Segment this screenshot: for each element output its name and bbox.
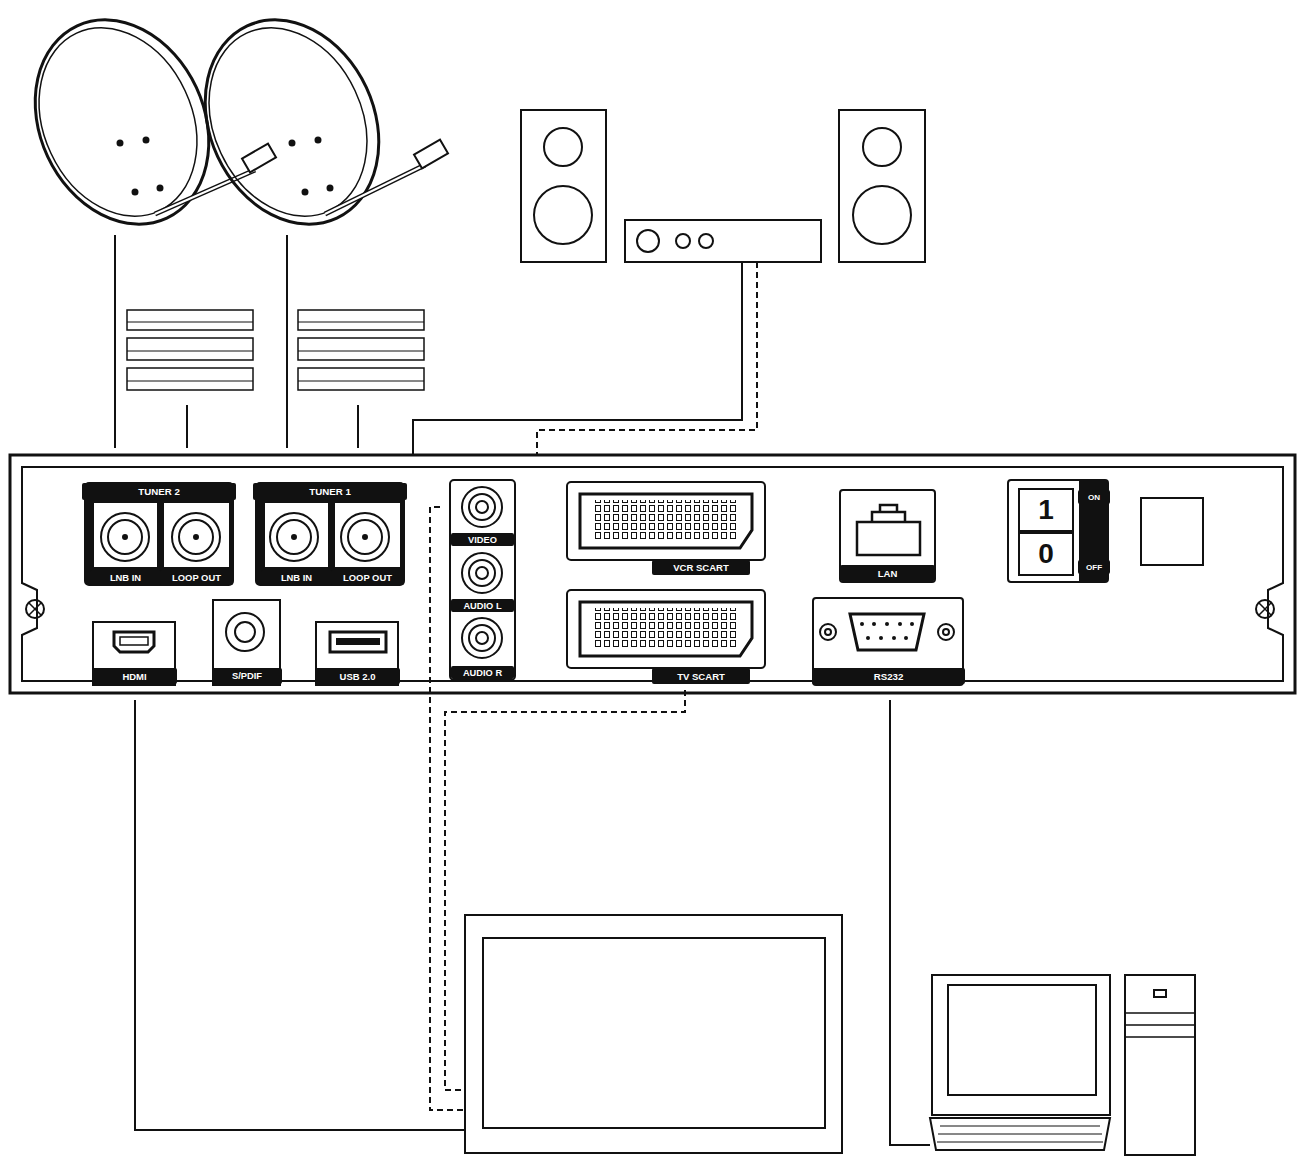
- switch-stack: [127, 310, 424, 390]
- switch-position: 1: [1018, 488, 1074, 532]
- receiver-panel: [10, 455, 1295, 693]
- port-label: LOOP OUT: [163, 570, 230, 585]
- label-band: S/PDIF: [212, 668, 282, 684]
- port-label: TUNER 2 LNB IN LOOP OUT: [85, 483, 233, 585]
- label-band: LNB IN: [90, 570, 161, 585]
- power-switch: [1008, 480, 1203, 582]
- port-label: 10 ON OFF: [1008, 480, 1108, 582]
- port-label: LAN: [843, 565, 932, 581]
- label-band: TV SCART: [652, 668, 750, 684]
- serial-cable: [890, 700, 930, 1145]
- port-label: USB 2.0: [318, 668, 397, 684]
- label-band: LNB IN: [261, 570, 332, 585]
- port-label: AUDIO L: [454, 599, 511, 612]
- port-label: S/PDIF: [215, 668, 279, 684]
- speaker: [521, 110, 925, 262]
- label-band: LOOP OUT: [160, 570, 233, 585]
- computer: [930, 975, 1195, 1155]
- port-label: VIDEO: [454, 533, 511, 546]
- label-band: HDMI: [92, 668, 177, 684]
- port-label: AUDIO R: [454, 666, 511, 679]
- switch-position: 0: [1018, 532, 1074, 576]
- rca-jacks: [450, 480, 515, 680]
- port-label: TUNER 1 LNB IN LOOP OUT: [256, 483, 404, 585]
- label-band: LOOP OUT: [331, 570, 404, 585]
- label-band: VCR SCART: [652, 560, 750, 575]
- coax-cable: [115, 235, 358, 448]
- port-label: RS232: [815, 668, 962, 684]
- port-label: LNB IN: [93, 570, 158, 585]
- label-band: AUDIO L: [451, 599, 514, 612]
- television: [465, 915, 842, 1153]
- label-band: TUNER 2: [82, 483, 236, 500]
- hdmi-cable: [135, 700, 465, 1130]
- label-band: OFF: [1078, 560, 1110, 574]
- satellite-dish: [3, 0, 276, 253]
- label-band: USB 2.0: [315, 668, 400, 684]
- label-band: VIDEO: [451, 533, 514, 546]
- label-band: ON: [1078, 490, 1110, 504]
- label-band: TUNER 1: [253, 483, 407, 500]
- lan-port: [840, 490, 935, 582]
- port-label: VCR SCART: [655, 560, 747, 575]
- port-label: LOOP OUT: [334, 570, 401, 585]
- port-label: TV SCART: [655, 668, 747, 684]
- label-band: AUDIO R: [451, 666, 514, 679]
- scart-ports: [567, 482, 765, 668]
- satellite-dish: [173, 0, 448, 253]
- label-band: RS232: [812, 668, 965, 684]
- video-cable: [430, 507, 465, 1110]
- amplifier: [625, 220, 821, 262]
- port-label: LNB IN: [264, 570, 329, 585]
- label-band: LAN: [840, 565, 935, 581]
- port-label: HDMI: [95, 668, 174, 684]
